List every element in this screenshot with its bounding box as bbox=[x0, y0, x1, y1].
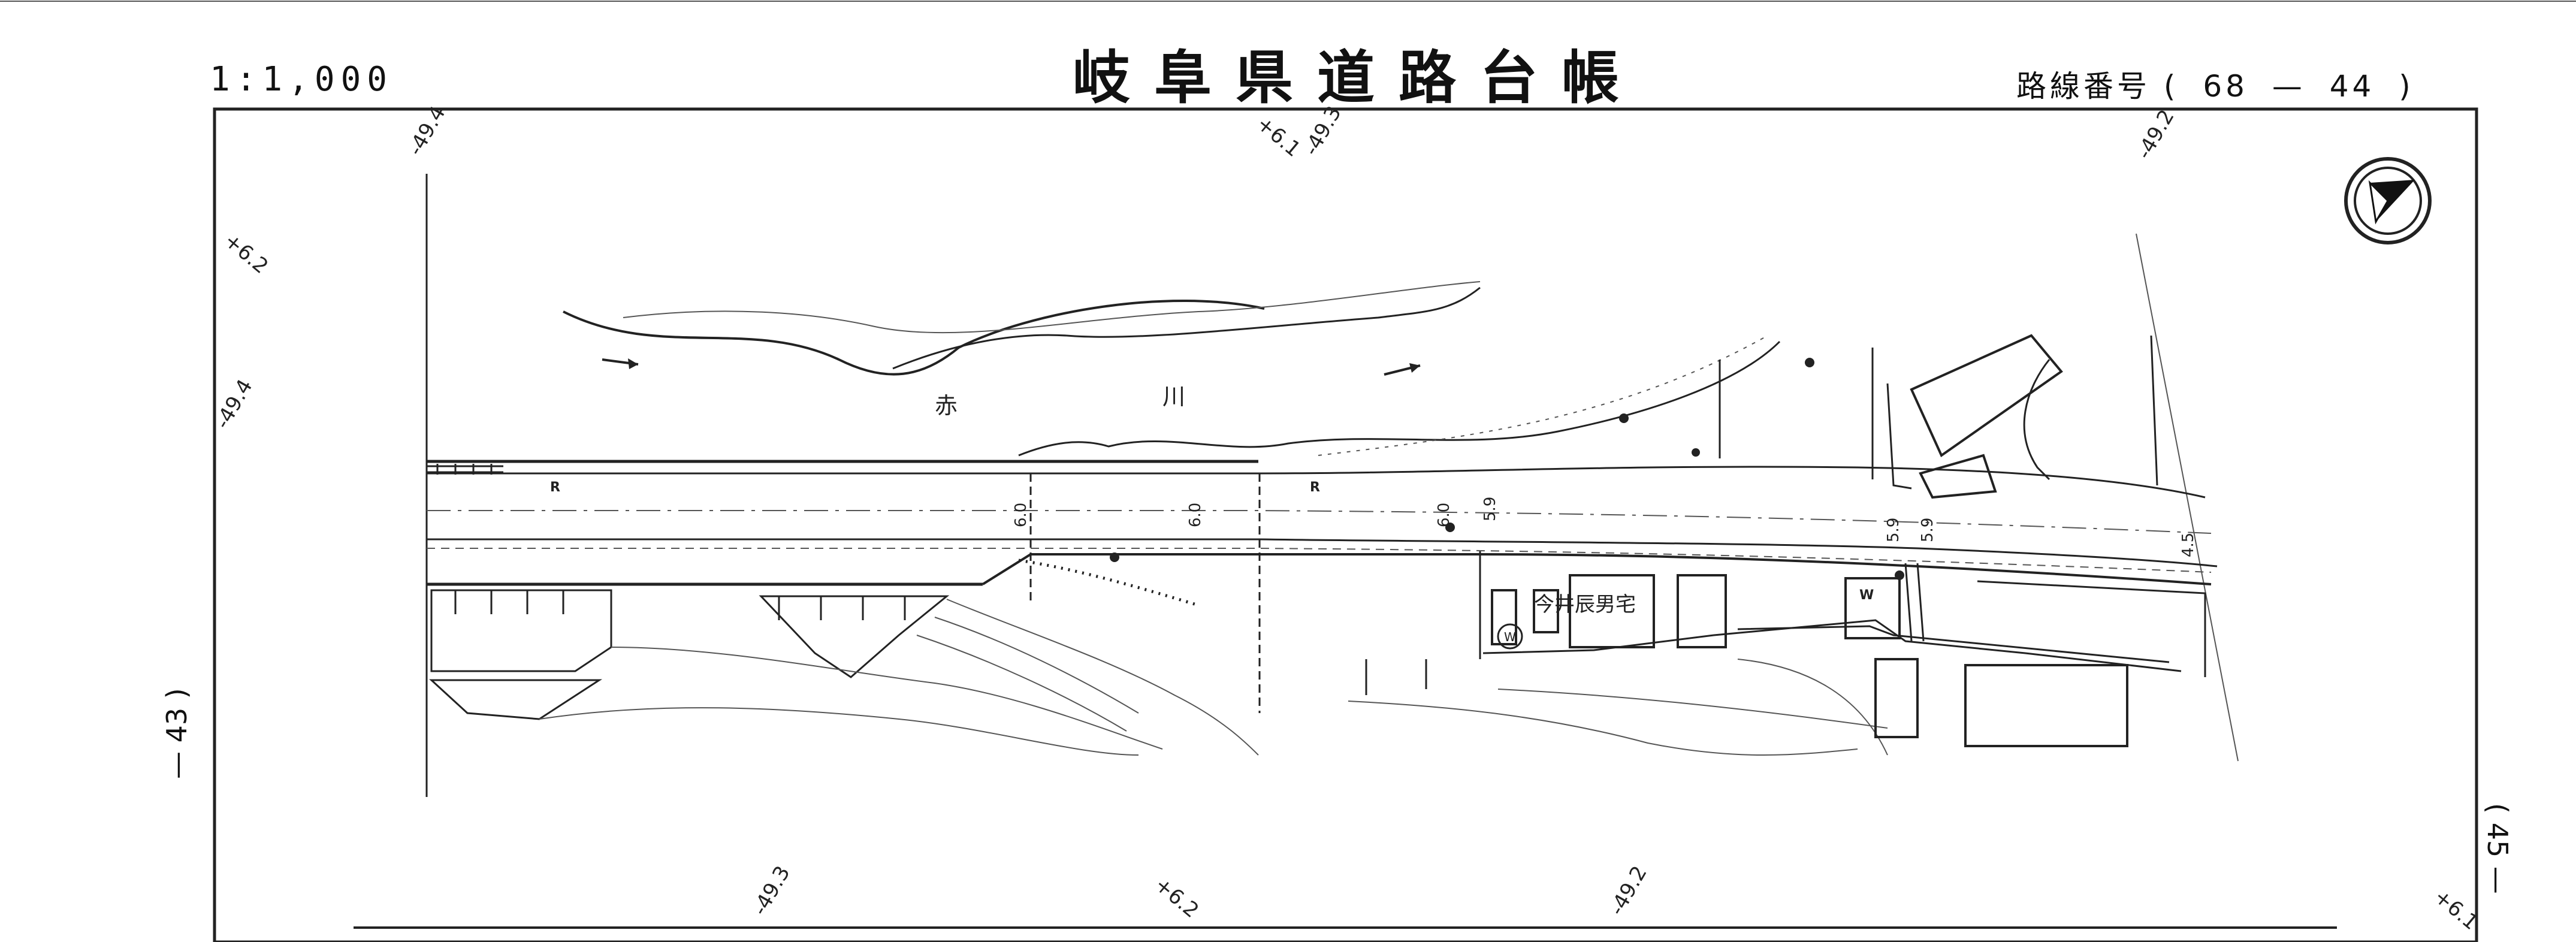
road-width: 4.5 bbox=[2179, 533, 2197, 557]
river-bank-north bbox=[563, 299, 1265, 376]
grid-tick-label: -49.3 bbox=[748, 862, 795, 919]
grid-tick-label: +6.2 bbox=[1150, 872, 1203, 923]
route-label: 路線番号 ( bbox=[2016, 69, 2179, 104]
grid-tick-label: +6.1 bbox=[1252, 111, 1305, 162]
road-width: 5.9 bbox=[1919, 518, 1937, 542]
page-title: 岐阜県道路台帳 bbox=[1073, 44, 1643, 111]
road-width: 5.9 bbox=[1481, 497, 1499, 521]
river-name-part: 川 bbox=[1162, 384, 1185, 410]
grid-tick-label: -49.3 bbox=[1299, 102, 1346, 159]
map-scale: 1:1,000 bbox=[210, 60, 394, 99]
route-primary: 68 bbox=[2203, 69, 2248, 104]
route-close: ) bbox=[2399, 69, 2414, 104]
road-width: 6.0 bbox=[1012, 503, 1030, 527]
road-mark: R bbox=[550, 480, 560, 495]
road-width: 5.9 bbox=[1885, 518, 1902, 542]
route-secondary: 44 bbox=[2329, 69, 2375, 104]
grid-tick-label: +6.2 bbox=[219, 228, 273, 279]
grid-tick-label: -49.4 bbox=[403, 102, 451, 159]
map-frame bbox=[213, 107, 2478, 942]
road-mark: R bbox=[1310, 480, 1320, 495]
route-dash: — bbox=[2272, 69, 2306, 104]
building bbox=[1491, 589, 1517, 645]
river-name-part: 赤 bbox=[935, 393, 958, 419]
route-number: 路線番号 ( 68 — 44 ) bbox=[2016, 62, 2425, 105]
grid-tick-label: -49.2 bbox=[1605, 862, 1652, 919]
grid-tick-label: +6.1 bbox=[2429, 884, 2483, 935]
grid-tick-label: -49.4 bbox=[210, 375, 258, 433]
owner-label: 今井辰男宅 bbox=[1534, 593, 1636, 617]
well-mark: W bbox=[1859, 588, 1874, 603]
road-width: 6.0 bbox=[1435, 503, 1453, 527]
road-width: 6.0 bbox=[1186, 503, 1204, 527]
north-arrow-icon bbox=[2344, 157, 2432, 244]
well-mark-circled: W bbox=[1504, 630, 1516, 644]
grid-tick-label: -49.2 bbox=[2132, 105, 2179, 163]
